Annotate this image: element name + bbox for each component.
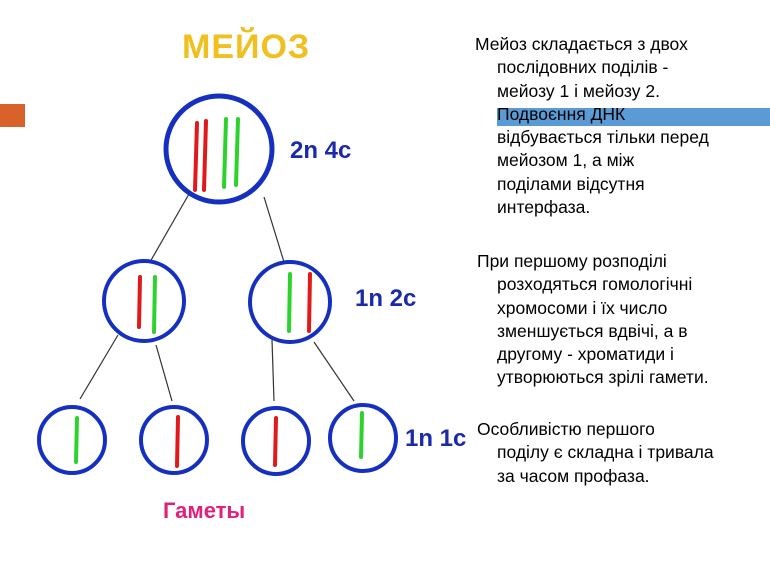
cell-membrane — [102, 259, 186, 343]
text-line: Подвоєння ДНК — [497, 103, 626, 124]
paragraph-2: При першому розподілі розходяться гомоло… — [454, 250, 754, 390]
chromosome-red — [175, 415, 180, 468]
cell-parent — [163, 93, 275, 205]
label-level2: 1n 2c — [355, 285, 416, 312]
label-level3: 1n 1c — [405, 425, 466, 452]
chromosome-green — [152, 275, 157, 334]
connector-line — [149, 186, 194, 263]
text-line: мейозом 1, а між — [497, 150, 635, 171]
chromosome-red — [202, 119, 208, 192]
highlight-bar — [497, 108, 770, 126]
text-line: за часом профаза. — [497, 465, 650, 486]
chromosome-red — [307, 272, 312, 333]
label-level1: 2n 4c — [290, 137, 351, 164]
cell-gamete-2 — [139, 405, 209, 475]
text-line: утворюються зрілі гамети. — [497, 367, 709, 388]
label-gametes: Гаметы — [163, 498, 245, 523]
cell-daughter-right — [248, 260, 332, 344]
cell-gamete-1 — [37, 405, 107, 475]
paragraph-3: Особливістю першого поділу є складна і т… — [454, 418, 754, 488]
chromosome-green — [359, 411, 364, 459]
text-line: поділу є складна і тривала — [497, 442, 714, 463]
chromosome-green — [287, 272, 292, 333]
meiosis-diagram: 2n 4c 1n 2c 1n 1c Гаметы — [37, 93, 466, 523]
connector-line — [313, 341, 355, 402]
chromosome-green — [222, 117, 228, 189]
text-line: розходяться гомологічні — [497, 274, 693, 295]
text-line: другому - хроматиди і — [497, 344, 674, 365]
text-line: поділами відсутня — [497, 173, 645, 194]
chromosome-red — [193, 121, 199, 192]
connector-line — [79, 334, 119, 400]
text-line: При першому розподілі — [477, 251, 667, 271]
text-line: Мейоз складається з двох — [475, 34, 688, 54]
text-line: мейозу 1 і мейозу 2. — [497, 80, 660, 101]
text-line: послідовних поділів - — [497, 57, 669, 78]
connector-line — [271, 339, 275, 402]
cell-gamete-3 — [241, 406, 311, 476]
cell-membrane — [139, 405, 209, 475]
text-line: Особливістю першого — [477, 419, 655, 439]
chromosome-green — [74, 416, 79, 464]
cell-gamete-4 — [328, 403, 398, 473]
slide-title: МЕЙОЗ — [182, 28, 311, 66]
chromosome-green — [234, 117, 240, 187]
accent-bar — [0, 104, 25, 127]
connector-line — [263, 196, 285, 263]
text-line: хромосоми і їх число — [497, 297, 668, 318]
cell-membrane — [163, 93, 275, 205]
cell-daughter-left — [102, 259, 186, 343]
connectors — [79, 186, 355, 402]
chromosome-red — [273, 416, 278, 467]
cell-membrane — [37, 405, 107, 475]
text-line: зменшується вдвічі, а в — [497, 320, 688, 341]
connector-line — [155, 344, 173, 402]
paragraph-1: Мейоз складається з двох послідовних под… — [454, 33, 754, 219]
text-line: відбувається тільки перед — [497, 127, 709, 148]
chromosome-red — [137, 275, 142, 329]
text-line: интерфаза. — [497, 197, 591, 218]
